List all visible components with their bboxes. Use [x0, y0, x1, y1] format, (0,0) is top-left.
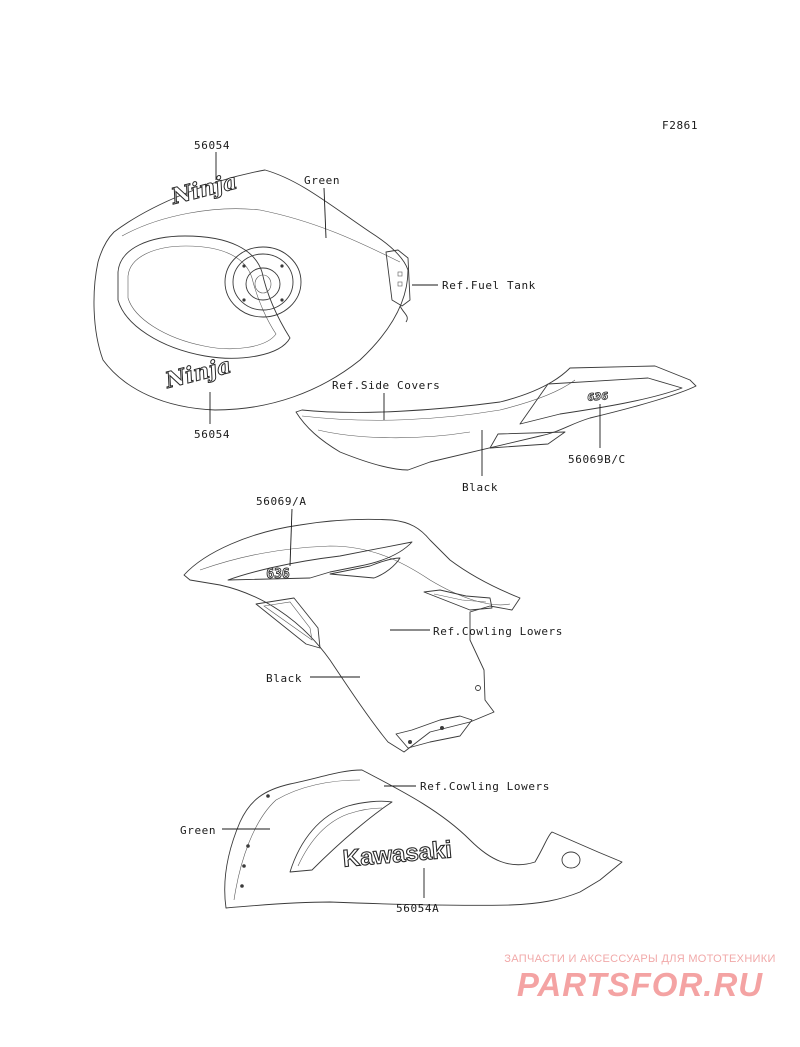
- watermark-tagline: ЗАПЧАСТИ И АКСЕССУАРЫ ДЛЯ МОТОТЕХНИКИ: [504, 953, 776, 965]
- side-cover-drawing: 636: [295, 365, 697, 471]
- ninja-badge-side: 636: [587, 391, 609, 403]
- cowling-upper-color-label: Black: [266, 672, 302, 685]
- part-number-56054-top: 56054: [194, 139, 230, 152]
- cowl-lower-color-label: Green: [180, 824, 216, 837]
- ninja-script-bottom: Ninja: [162, 353, 234, 395]
- fuel-tank-ref-label: Ref.Fuel Tank: [442, 279, 536, 292]
- side-covers-ref-label: Ref.Side Covers: [332, 379, 440, 392]
- cowling-upper-drawing: 636: [183, 518, 521, 753]
- part-number-56054-bottom: 56054: [194, 428, 230, 441]
- model-badge-636: 636: [266, 567, 290, 582]
- cowling-lowers-ref-label-2: Ref.Cowling Lowers: [420, 780, 550, 793]
- cowling-lowers-ref-label-1: Ref.Cowling Lowers: [433, 625, 563, 638]
- figure-code: F2861: [662, 119, 698, 132]
- kawasaki-decal: Kawasaki: [342, 836, 453, 872]
- tank-color-label: Green: [304, 174, 340, 187]
- part-number-56054a: 56054A: [396, 902, 439, 915]
- part-number-56069a: 56069/A: [256, 495, 307, 508]
- watermark-brand-logo: PARTSFOR.RU: [516, 966, 764, 1003]
- part-number-56069bc: 56069B/C: [568, 453, 626, 466]
- side-cover-color-label: Black: [462, 481, 498, 494]
- fuel-tank-drawing: Ninja Ninja: [93, 168, 411, 411]
- ninja-script-top: Ninja: [168, 169, 240, 211]
